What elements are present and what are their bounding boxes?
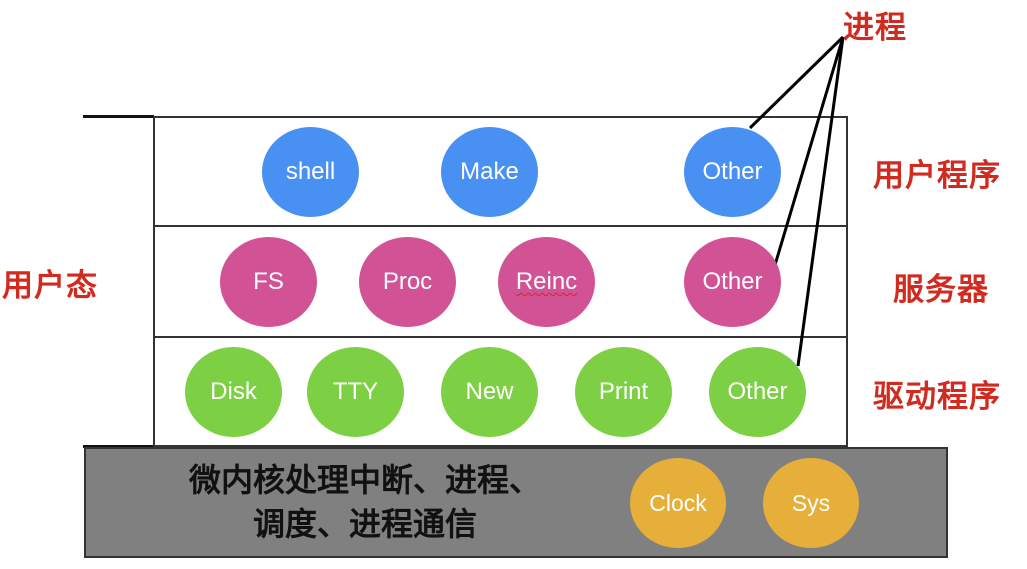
node-label: Other [702,158,763,185]
node-label: Make [460,158,519,185]
user-mode-bracket-bottom [83,445,154,448]
user-mode-label: 用户态 [2,268,98,304]
process-node-shell: shell [262,127,359,217]
process-node-print: Print [575,347,672,437]
node-label: Other [727,378,788,405]
node-label: Print [598,378,649,405]
process-node-proc: Proc [359,237,456,327]
node-label: Proc [382,268,433,295]
pointer-line-user-other [748,35,845,130]
node-label: TTY [332,378,379,405]
node-label: Reinc [515,268,578,295]
node-label: Sys [791,489,831,516]
process-node-make: Make [441,127,538,217]
microkernel-description: 微内核处理中断、进程、 调度、进程通信 [150,458,580,546]
servers-label: 服务器 [893,272,989,308]
user-programs-label: 用户程序 [873,158,1001,194]
node-label: New [465,378,514,405]
node-label: Disk [210,378,257,405]
pointer-line-driver-other [796,36,845,367]
process-node-tty: TTY [307,347,404,437]
process-node-new: New [441,347,538,437]
kernel-node-clock: Clock [630,458,726,548]
node-label: shell [285,158,336,185]
process-label: 进程 [843,10,907,46]
node-label: Other [702,268,763,295]
process-node-user-other: Other [684,127,781,217]
process-node-reinc: Reinc [498,237,595,327]
pointer-line-server-other [773,36,845,266]
kernel-node-sys: Sys [763,458,859,548]
process-node-server-other: Other [684,237,781,327]
user-mode-bracket-top [83,115,154,118]
process-node-driver-other: Other [709,347,806,437]
microkernel-text-line1: 微内核处理中断、进程、 [188,461,541,499]
microkernel-text-line2: 调度、进程通信 [252,505,477,543]
node-label: FS [253,268,284,295]
drivers-label: 驱动程序 [873,379,1001,415]
process-node-fs: FS [220,237,317,327]
node-label: Clock [649,489,707,516]
process-node-disk: Disk [185,347,282,437]
